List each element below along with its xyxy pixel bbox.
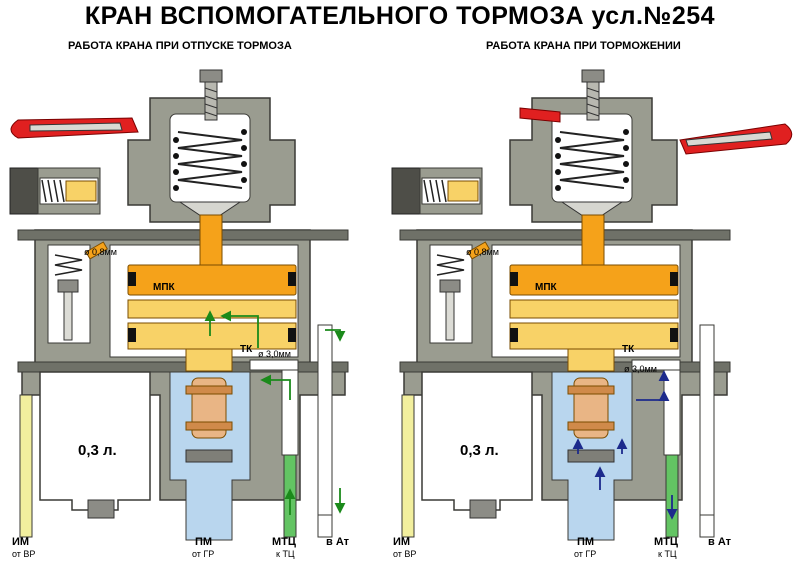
right-volume-label: 0,3 л. (460, 442, 499, 459)
right-tk-label: ТК (622, 344, 635, 355)
left-flow-arrow-2 (260, 374, 291, 400)
left-subtitle: РАБОТА КРАНА ПРИ ОТПУСКЕ ТОРМОЗА (68, 40, 292, 52)
left-port-pm-sub: от ГР (192, 549, 214, 559)
left-port-atm: в Ат (326, 536, 350, 548)
right-port-im-sub: от ВР (393, 549, 416, 559)
left-volume-label: 0,3 л. (78, 442, 117, 459)
right-subtitle: РАБОТА КРАНА ПРИ ТОРМОЖЕНИИ (486, 40, 681, 52)
left-port-pm: ПМ (195, 536, 212, 548)
right-orifice-small: ø 0,8мм (466, 247, 499, 257)
left-orifice-small: ø 0,8мм (84, 247, 117, 257)
left-valve-body (9, 69, 349, 541)
right-port-im: ИМ (393, 536, 410, 548)
right-port-pm: ПМ (577, 536, 594, 548)
right-port-mtc: МТЦ (654, 536, 678, 548)
right-port-pm-sub: от ГР (574, 549, 596, 559)
right-port-atm: в Ат (708, 536, 732, 548)
left-mpk-label: МПК (153, 282, 176, 293)
left-port-im-sub: от ВР (12, 549, 35, 559)
right-orifice-large: ø 3,0мм (624, 364, 657, 374)
left-tk-label: ТК (240, 344, 253, 355)
left-port-mtc-sub: к ТЦ (276, 549, 295, 559)
right-valve-body (391, 69, 731, 541)
left-flow-arrow-3 (325, 329, 346, 342)
left-port-mtc: МТЦ (272, 536, 296, 548)
right-port-mtc-sub: к ТЦ (658, 549, 677, 559)
page-title: КРАН ВСПОМОГАТЕЛЬНОГО ТОРМОЗА усл.№254 (84, 2, 716, 30)
left-port-im: ИМ (12, 536, 29, 548)
right-mpk-label: МПК (535, 282, 558, 293)
left-orifice-large: ø 3,0мм (258, 349, 291, 359)
left-flow-arrow-1 (220, 310, 259, 348)
right-flow-arrow-2 (636, 390, 670, 401)
